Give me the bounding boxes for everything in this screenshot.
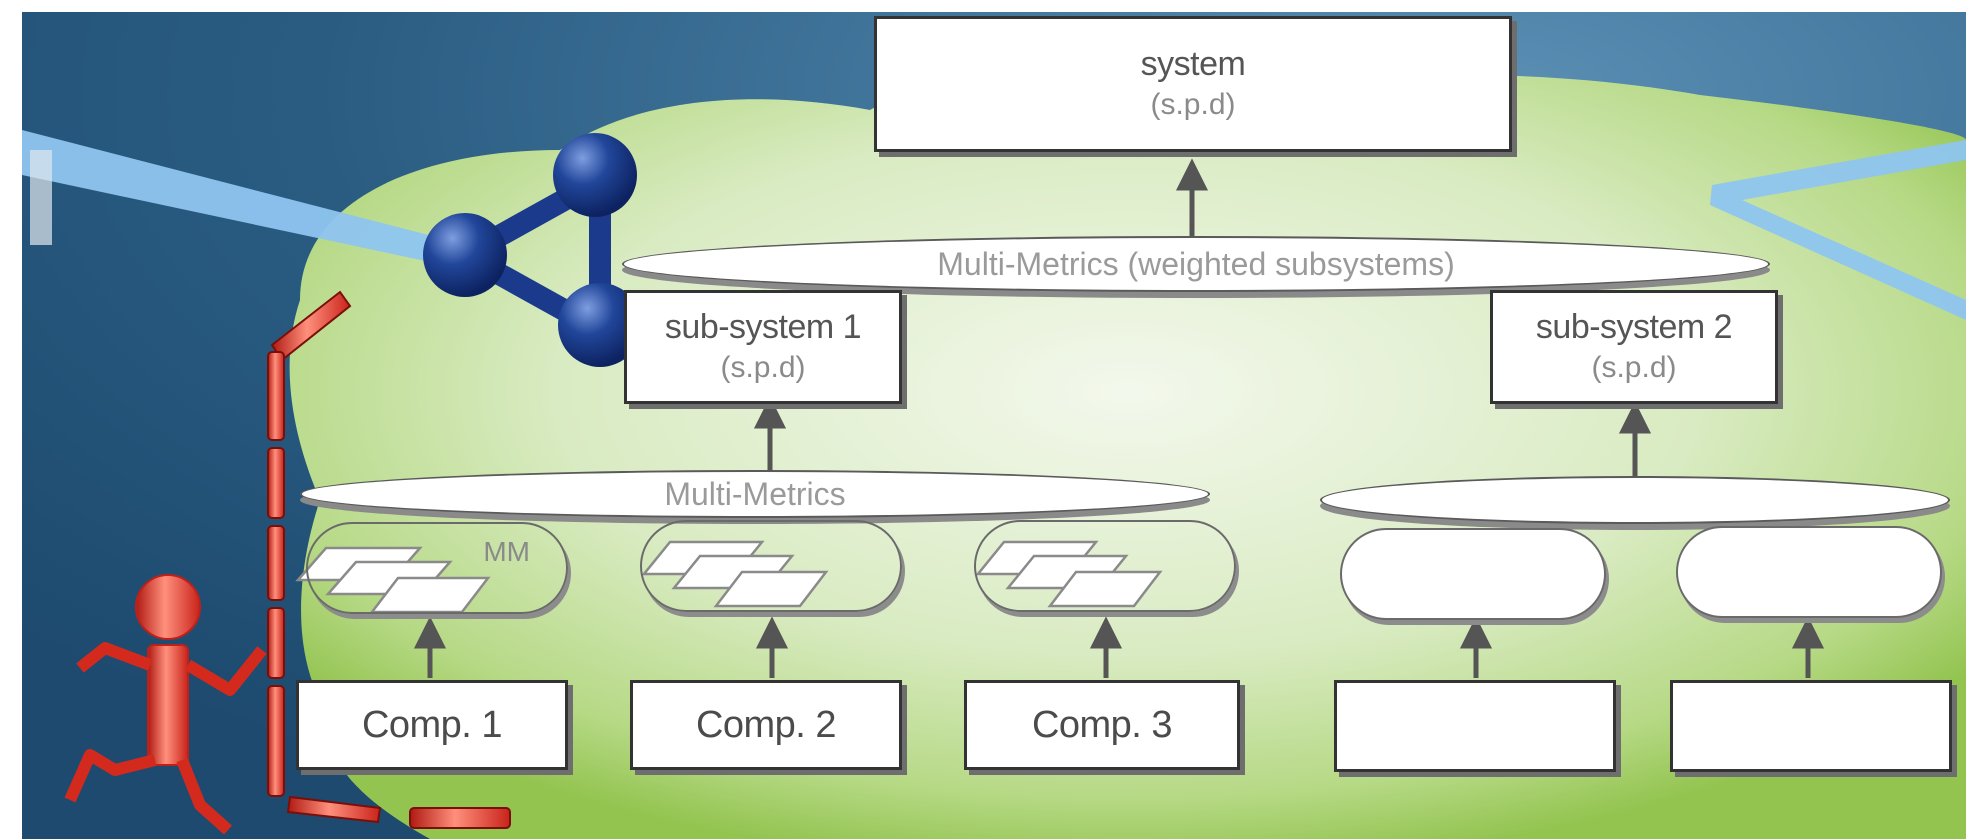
running-figure-icon [64, 574, 267, 835]
component-5-box [1670, 680, 1952, 772]
component-4-box [1334, 680, 1616, 772]
component-1-label: Comp. 1 [361, 704, 503, 746]
subsystem-1-aggregator-label: Multi-Metrics [664, 475, 846, 512]
component-2-box: Comp. 2 [630, 680, 902, 770]
system-title: system [1140, 45, 1246, 83]
metric-module-1: MM [306, 522, 568, 614]
subsystem-1-aggregator: Multi-Metrics [300, 470, 1210, 518]
metric-module-4 [1340, 528, 1606, 620]
component-3-label: Comp. 3 [1031, 704, 1173, 746]
subsystem-2-box: sub-system 2 (s.p.d) [1490, 290, 1778, 404]
light-beam-left [22, 130, 440, 262]
component-3-box: Comp. 3 [964, 680, 1240, 770]
system-subtitle: (s.p.d) [1150, 88, 1236, 121]
weighted-subsystems-label: Multi-Metrics (weighted subsystems) [937, 245, 1455, 282]
weighted-subsystems-aggregator: Multi-Metrics (weighted subsystems) [622, 236, 1770, 292]
subsystem-2-subtitle: (s.p.d) [1591, 351, 1677, 384]
system-box: system (s.p.d) [874, 16, 1512, 152]
subsystem-1-subtitle: (s.p.d) [720, 351, 806, 384]
light-beam-right [1710, 140, 1966, 320]
connector-arrows [413, 158, 1825, 678]
subsystem-2-aggregator [1320, 476, 1950, 524]
metric-module-3 [974, 520, 1236, 612]
red-barrier [267, 290, 511, 829]
component-1-box: Comp. 1 [296, 680, 568, 770]
metric-module-label: MM [483, 536, 530, 567]
subsystem-1-box: sub-system 1 (s.p.d) [624, 290, 902, 404]
subsystem-2-title: sub-system 2 [1535, 308, 1733, 346]
beam-source-post [30, 150, 52, 245]
metric-module-2 [640, 520, 902, 612]
component-2-label: Comp. 2 [695, 704, 837, 746]
metric-module-5 [1676, 526, 1942, 618]
subsystem-1-title: sub-system 1 [664, 308, 862, 346]
molecule-icon [423, 133, 642, 367]
